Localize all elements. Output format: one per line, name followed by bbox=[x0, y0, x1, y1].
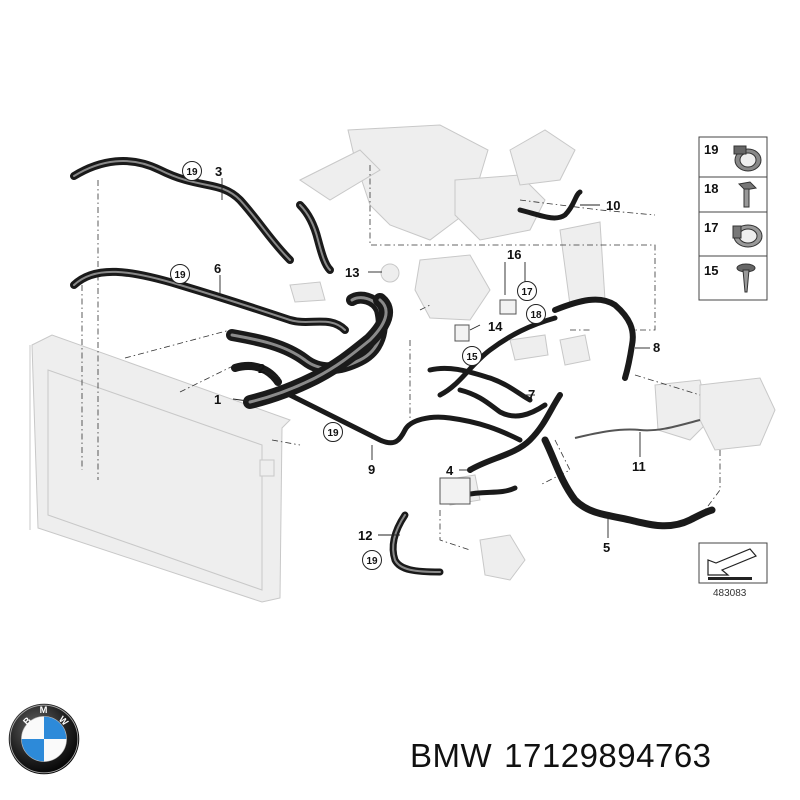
svg-text:19: 19 bbox=[366, 556, 378, 567]
connection-lines bbox=[81, 165, 721, 551]
callout-10: 10 bbox=[606, 198, 620, 213]
circled-callout-19d: 19 bbox=[362, 550, 382, 570]
brand-name: BMW bbox=[410, 737, 493, 774]
svg-text:19: 19 bbox=[704, 142, 718, 157]
hose-4 bbox=[467, 392, 563, 473]
callout-4: 4 bbox=[446, 463, 454, 478]
callout-3: 3 bbox=[215, 164, 222, 179]
circled-callout-19a: 19 bbox=[182, 161, 202, 181]
spring-clamp-icon bbox=[732, 224, 763, 248]
engine-parts-ghost bbox=[289, 124, 776, 581]
callout-1: 1 bbox=[214, 392, 221, 407]
circled-callouts: 19 19 19 19 17 18 15 bbox=[170, 161, 546, 570]
hose-3 bbox=[70, 157, 294, 264]
callout-16: 16 bbox=[507, 247, 521, 262]
circled-callout-17: 17 bbox=[517, 281, 537, 301]
svg-text:15: 15 bbox=[704, 263, 718, 278]
legend-item-15: 15 bbox=[704, 263, 756, 293]
svg-text:18: 18 bbox=[704, 181, 718, 196]
svg-text:17: 17 bbox=[521, 287, 533, 298]
hose-8 bbox=[552, 296, 636, 381]
callout-6: 6 bbox=[214, 261, 221, 276]
svg-text:17: 17 bbox=[704, 220, 718, 235]
components bbox=[439, 299, 517, 505]
legend-item-19: 19 bbox=[704, 142, 762, 172]
callout-12: 12 bbox=[358, 528, 372, 543]
svg-text:19: 19 bbox=[327, 428, 339, 439]
svg-text:19: 19 bbox=[186, 167, 198, 178]
callout-11: 11 bbox=[632, 459, 646, 474]
hose-9 bbox=[287, 392, 523, 446]
svg-text:15: 15 bbox=[466, 352, 478, 363]
circled-callout-19b: 19 bbox=[170, 264, 190, 284]
hoses bbox=[70, 157, 716, 576]
callout-labels: 1 2 3 4 5 6 7 8 9 10 11 12 13 14 16 bbox=[214, 164, 660, 555]
part-caption: BMW 17129894763 bbox=[410, 737, 724, 775]
screw-icon bbox=[736, 263, 756, 293]
parts-legend: 19 18 17 15 bbox=[698, 136, 768, 301]
callout-7: 7 bbox=[528, 387, 535, 402]
bolt-icon bbox=[737, 181, 758, 208]
callout-8: 8 bbox=[653, 340, 660, 355]
view-direction-box: 483083 bbox=[698, 542, 768, 599]
callout-2: 2 bbox=[258, 361, 265, 376]
circled-callout-18: 18 bbox=[526, 304, 546, 324]
hose-5 bbox=[541, 436, 716, 530]
callout-14: 14 bbox=[488, 319, 503, 334]
callout-13: 13 bbox=[345, 265, 359, 280]
circled-callout-19c: 19 bbox=[323, 422, 343, 442]
part-number: 17129894763 bbox=[504, 737, 712, 774]
legend-item-18: 18 bbox=[704, 181, 758, 208]
circled-callout-15: 15 bbox=[462, 346, 482, 366]
pipe-11 bbox=[574, 419, 701, 439]
hose-clamp-icon bbox=[733, 145, 762, 172]
svg-text:M: M bbox=[40, 705, 48, 715]
hose-10 bbox=[517, 189, 583, 221]
callout-5: 5 bbox=[603, 540, 610, 555]
hose-7 bbox=[427, 365, 533, 403]
legend-item-17: 17 bbox=[704, 220, 763, 248]
reference-number: 483083 bbox=[713, 588, 747, 599]
callout-9: 9 bbox=[368, 462, 375, 477]
svg-text:19: 19 bbox=[174, 270, 186, 281]
bmw-logo: B M W bbox=[8, 703, 80, 775]
svg-text:18: 18 bbox=[530, 310, 542, 321]
radiator bbox=[29, 334, 291, 603]
